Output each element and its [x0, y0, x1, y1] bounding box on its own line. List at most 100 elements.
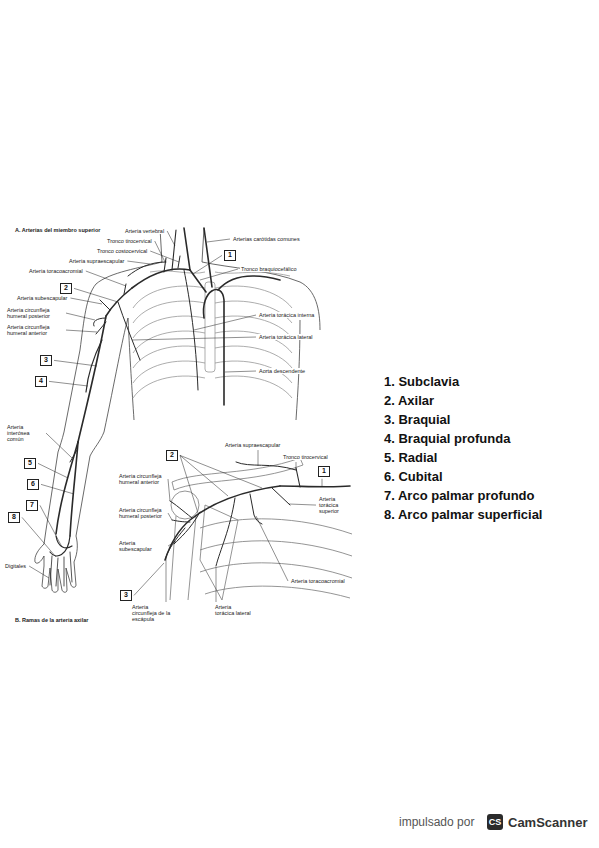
leader-line	[40, 505, 62, 547]
leader-line	[38, 463, 68, 478]
shoulder-skeleton-part	[171, 491, 199, 519]
callout-number: 2	[60, 283, 72, 294]
leader-line	[296, 462, 297, 470]
rib-cage-part	[133, 361, 205, 383]
artery-label: Arterias carótidas comunes	[232, 236, 301, 242]
leader-line	[225, 371, 256, 373]
watermark-brand: CamScanner	[507, 815, 588, 831]
artery-tree-part	[204, 290, 224, 405]
leader-line	[180, 455, 228, 496]
artery-tree-part	[86, 340, 102, 392]
callout-number: 3	[40, 355, 52, 366]
key-item: 6. Cubital	[383, 469, 444, 485]
callout-number-text: 4	[38, 377, 44, 386]
axillary-branches-part	[236, 462, 296, 470]
artery-label: Tronco costocervical	[96, 248, 148, 254]
callout-number: 4	[35, 376, 47, 387]
leader-line	[168, 513, 172, 520]
axillary-branches-part	[166, 528, 185, 557]
artery-label: Arteria supraescapular	[224, 442, 281, 448]
callout-number-text: 2	[63, 284, 69, 293]
artery-tree-part	[190, 270, 206, 292]
rib-cage-part	[133, 346, 205, 368]
callout-number-text: 3	[43, 356, 49, 365]
callout-number-text: 7	[29, 501, 35, 510]
shoulder-skeleton	[170, 458, 352, 600]
body-outline	[35, 228, 320, 592]
shoulder-skeleton-part	[200, 505, 238, 600]
axillary-branches-part	[165, 486, 280, 560]
leader-line	[70, 298, 102, 304]
leader-line	[289, 504, 316, 505]
artery-label: Arteria torácica interna	[258, 312, 315, 318]
artery-label: Digitales	[4, 563, 27, 569]
artery-label: Tronco tirocervical	[106, 238, 153, 244]
leader-line	[29, 566, 49, 578]
panel-title: B. Ramas de la arteria axilar	[14, 617, 89, 623]
leader-line	[180, 455, 198, 513]
key-item: 3. Braquial	[383, 412, 451, 428]
shoulder-skeleton-part	[200, 541, 352, 556]
shoulder-skeleton-part	[200, 519, 352, 534]
callout-number-text: 1	[227, 251, 233, 260]
leader-line	[127, 261, 150, 264]
artery-label: Aorta descendente	[258, 368, 306, 374]
callout-number: 7	[26, 500, 38, 511]
leader-line	[167, 231, 175, 246]
artery-tree-part	[56, 442, 78, 534]
leader-line	[134, 563, 164, 595]
artery-label: Arteria circunfleja humeral posterior	[118, 507, 166, 519]
watermark-logo: CS	[487, 814, 503, 830]
body-outline-part	[202, 262, 320, 330]
artery-tree-part	[204, 228, 212, 287]
artery-label: Arteria torácica lateral	[258, 334, 314, 340]
key-item: 8. Arco palmar superficial	[383, 507, 543, 523]
leader-line	[207, 239, 230, 242]
artery-label: Tronco tirocervical	[282, 454, 329, 460]
leader-line	[86, 271, 126, 286]
key-item: 7. Arco palmar profundo	[383, 488, 535, 504]
rib-cage-part	[133, 301, 205, 323]
artery-label: Arteria torácica lateral	[214, 604, 252, 616]
leader-line	[49, 381, 88, 386]
callout-number-text: 2	[169, 451, 175, 460]
leader-line	[54, 360, 97, 366]
leader-line	[166, 557, 167, 602]
artery-tree-part	[132, 269, 190, 288]
artery-tree-part	[172, 230, 176, 270]
artery-tree-part	[78, 316, 106, 442]
leader-line	[256, 516, 288, 581]
leader-line	[194, 315, 256, 330]
leader-line	[180, 455, 262, 488]
leader-line	[66, 330, 97, 332]
shoulder-skeleton-part	[205, 586, 350, 598]
shoulder-skeleton-part	[170, 516, 176, 600]
artery-tree-part	[50, 536, 70, 556]
artery-label: Arteria toracoacromial	[28, 268, 84, 274]
body-outline-part	[128, 318, 134, 420]
callout-number: 8	[8, 512, 20, 523]
body-outline-part	[46, 262, 162, 530]
leader-line	[46, 433, 72, 458]
callout-number: 6	[27, 479, 39, 490]
callout-number: 2	[166, 450, 178, 461]
rib-cage-part	[133, 286, 205, 308]
leader-line	[193, 255, 222, 274]
key-item: 5. Radial	[383, 450, 438, 466]
rib-cage-part	[215, 376, 292, 398]
leader-line	[168, 541, 176, 546]
artery-label: Arteria circunfleja de la escápula	[131, 604, 173, 622]
artery-tree-part	[70, 552, 72, 582]
artery-tree-part	[64, 557, 65, 586]
artery-tree-part	[128, 262, 166, 276]
axillary-branches-part	[170, 501, 192, 518]
leader-line	[168, 479, 170, 501]
axillary-branches-part	[250, 494, 262, 524]
shoulder-skeleton-part	[200, 563, 352, 578]
artery-label: Arteria vertebral	[124, 228, 165, 234]
axillary-branches-part	[172, 520, 190, 522]
body-outline-part	[35, 530, 77, 592]
leader-line	[41, 484, 74, 494]
artery-tree-part	[218, 276, 280, 290]
